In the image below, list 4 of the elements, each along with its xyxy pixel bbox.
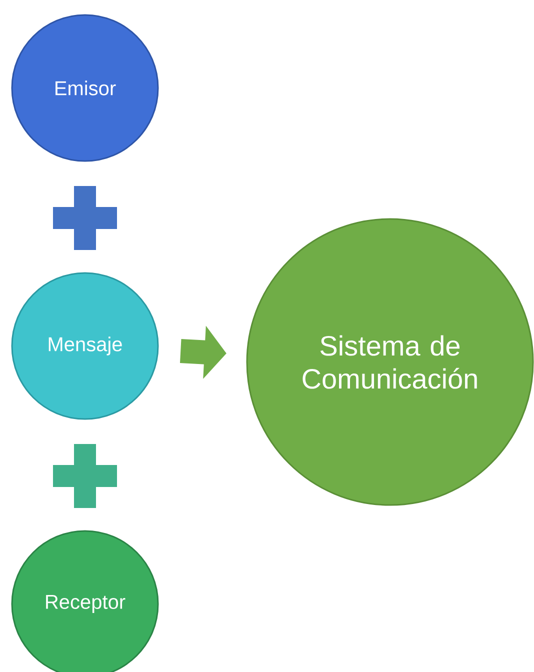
circle-node: Sistema de Comunicación [246, 218, 534, 506]
circle-node: Receptor [11, 530, 159, 672]
circle-node: Emisor [11, 14, 159, 162]
circle-node: Mensaje [11, 272, 159, 420]
